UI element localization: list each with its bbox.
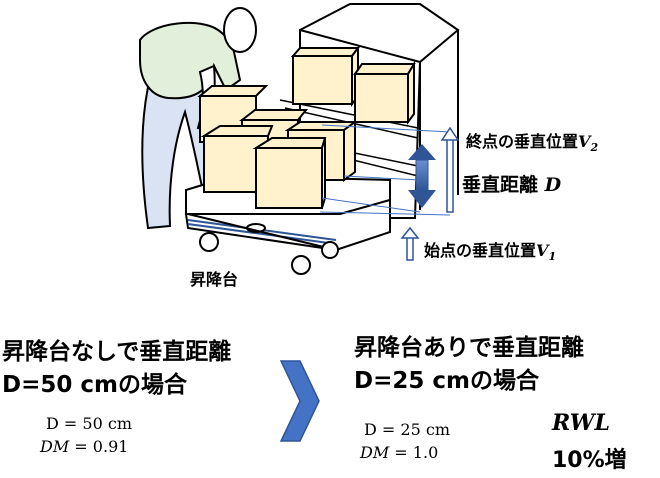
start-height-text: 始点の垂直位置 (424, 241, 537, 260)
end-height-label: 終点の垂直位置V2 (466, 128, 598, 154)
without-heading-line1: 昇降台なしで垂直距離 (2, 339, 232, 365)
without-formulas: D = 50 cm DM = 0.91 (40, 412, 132, 458)
distance-double-arrow (408, 144, 436, 208)
end-height-text: 終点の垂直位置 (466, 132, 579, 151)
start-height-arrow (400, 226, 420, 261)
distance-var: D (544, 174, 562, 196)
lifting-illustration (139, 3, 460, 275)
end-height-arrow (440, 126, 460, 213)
with-heading-line1: 昇降台ありで垂直距離 (354, 335, 584, 361)
start-height-var: V (536, 241, 549, 260)
without-dm-value: = 0.91 (69, 437, 129, 456)
with-heading: 昇降台ありで垂直距離 D=25 cmの場合 (354, 332, 584, 398)
comparison-arrow (280, 360, 320, 442)
with-heading-line2: D=25 cmの場合 (354, 368, 539, 394)
with-dm-var: DM (360, 443, 390, 462)
without-dm-var: DM (40, 437, 70, 456)
distance-text: 垂直距離 (462, 174, 539, 196)
cart-boxes (197, 85, 359, 209)
with-formulas: D = 25 cm DM = 1.0 (360, 418, 450, 464)
end-height-sub: 2 (590, 141, 599, 155)
with-dm-value: = 1.0 (389, 443, 439, 462)
upper-boxes (290, 45, 416, 125)
without-heading-line2: D=50 cmの場合 (2, 372, 187, 398)
start-height-label: 始点の垂直位置V1 (424, 237, 556, 263)
start-height-sub: 1 (548, 250, 557, 264)
with-d-value: D = 25 cm (364, 420, 450, 439)
end-height-var: V (578, 132, 591, 151)
without-heading: 昇降台なしで垂直距離 D=50 cmの場合 (2, 336, 231, 402)
without-dm-line: DM = 0.91 (40, 435, 132, 458)
distance-label: 垂直距離 D (462, 170, 561, 197)
reference-lines (319, 124, 451, 216)
lift-table-label: 昇降台 (190, 270, 239, 289)
rwl-increase: 10%増 (552, 448, 627, 473)
with-dm-line: DM = 1.0 (360, 441, 450, 464)
rwl-label: RWL (552, 410, 610, 436)
worker-head (223, 7, 257, 53)
without-d-value: D = 50 cm (46, 414, 132, 433)
